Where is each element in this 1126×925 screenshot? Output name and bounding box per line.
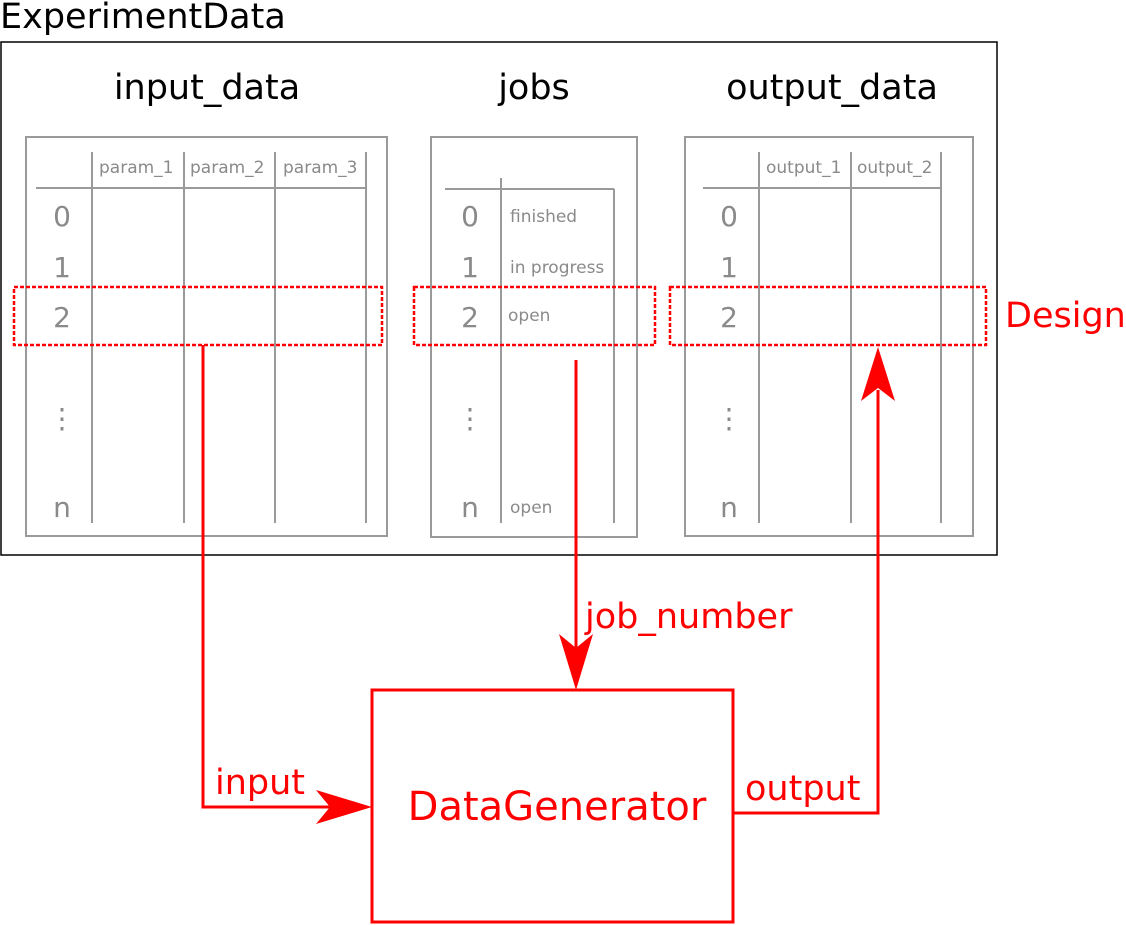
column-header-output-1: output_1 xyxy=(766,158,841,178)
row-index-n: n xyxy=(53,491,71,524)
row-index-n: n xyxy=(720,491,738,524)
row-index-0: 0 xyxy=(53,200,71,233)
input-arrowhead xyxy=(316,790,372,824)
output-data-title: output_data xyxy=(726,68,938,108)
data-generator-label: DataGenerator xyxy=(408,784,707,830)
jobs-panel xyxy=(430,136,638,538)
input-data-panel xyxy=(25,136,388,537)
output-label: output xyxy=(745,769,860,809)
row-index-2: 2 xyxy=(461,301,479,334)
row-ellipsis: ⋮ xyxy=(715,402,743,435)
design-row-highlight-input xyxy=(12,285,384,347)
design-label: Design xyxy=(1005,296,1126,336)
design-row-highlight-output xyxy=(668,285,988,347)
input-arrow-line xyxy=(201,345,330,809)
row-index-2: 2 xyxy=(720,301,738,334)
job-status-1: in progress xyxy=(510,258,604,278)
data-generator-box xyxy=(370,688,735,924)
jobs-title: jobs xyxy=(497,68,570,108)
row-ellipsis: ⋮ xyxy=(48,402,76,435)
column-header-param-3: param_3 xyxy=(283,158,358,178)
row-index-0: 0 xyxy=(720,200,738,233)
job-status-0: finished xyxy=(510,207,577,227)
row-ellipsis: ⋮ xyxy=(456,402,484,435)
job-number-arrowhead xyxy=(559,634,593,690)
experiment-data-title: ExperimentData xyxy=(0,0,286,37)
job-status-n: open xyxy=(510,498,552,518)
job-number-label: job_number xyxy=(584,597,793,637)
column-header-output-2: output_2 xyxy=(857,158,932,178)
row-index-n: n xyxy=(461,491,479,524)
column-header-param-2: param_2 xyxy=(190,158,265,178)
jobs-table: jobs 0 1 2 ⋮ n finished in progress open… xyxy=(430,68,638,538)
row-index-1: 1 xyxy=(461,251,479,284)
row-index-1: 1 xyxy=(720,251,738,284)
input-data-table: input_data param_1 param_2 param_3 0 1 2… xyxy=(25,68,388,537)
job-status-2: open xyxy=(508,306,550,326)
output-arrowhead xyxy=(861,347,895,401)
row-index-1: 1 xyxy=(53,251,71,284)
experiment-data-container xyxy=(0,41,998,556)
input-label: input xyxy=(215,763,305,803)
design-row-highlight-jobs xyxy=(412,285,657,347)
output-data-panel xyxy=(684,136,974,537)
column-header-param-1: param_1 xyxy=(99,158,174,178)
row-index-2: 2 xyxy=(53,301,71,334)
output-data-table: output_data output_1 output_2 0 1 2 ⋮ n xyxy=(684,68,974,537)
output-arrow-line xyxy=(733,390,880,815)
row-index-0: 0 xyxy=(461,200,479,233)
input-data-title: input_data xyxy=(114,68,300,108)
